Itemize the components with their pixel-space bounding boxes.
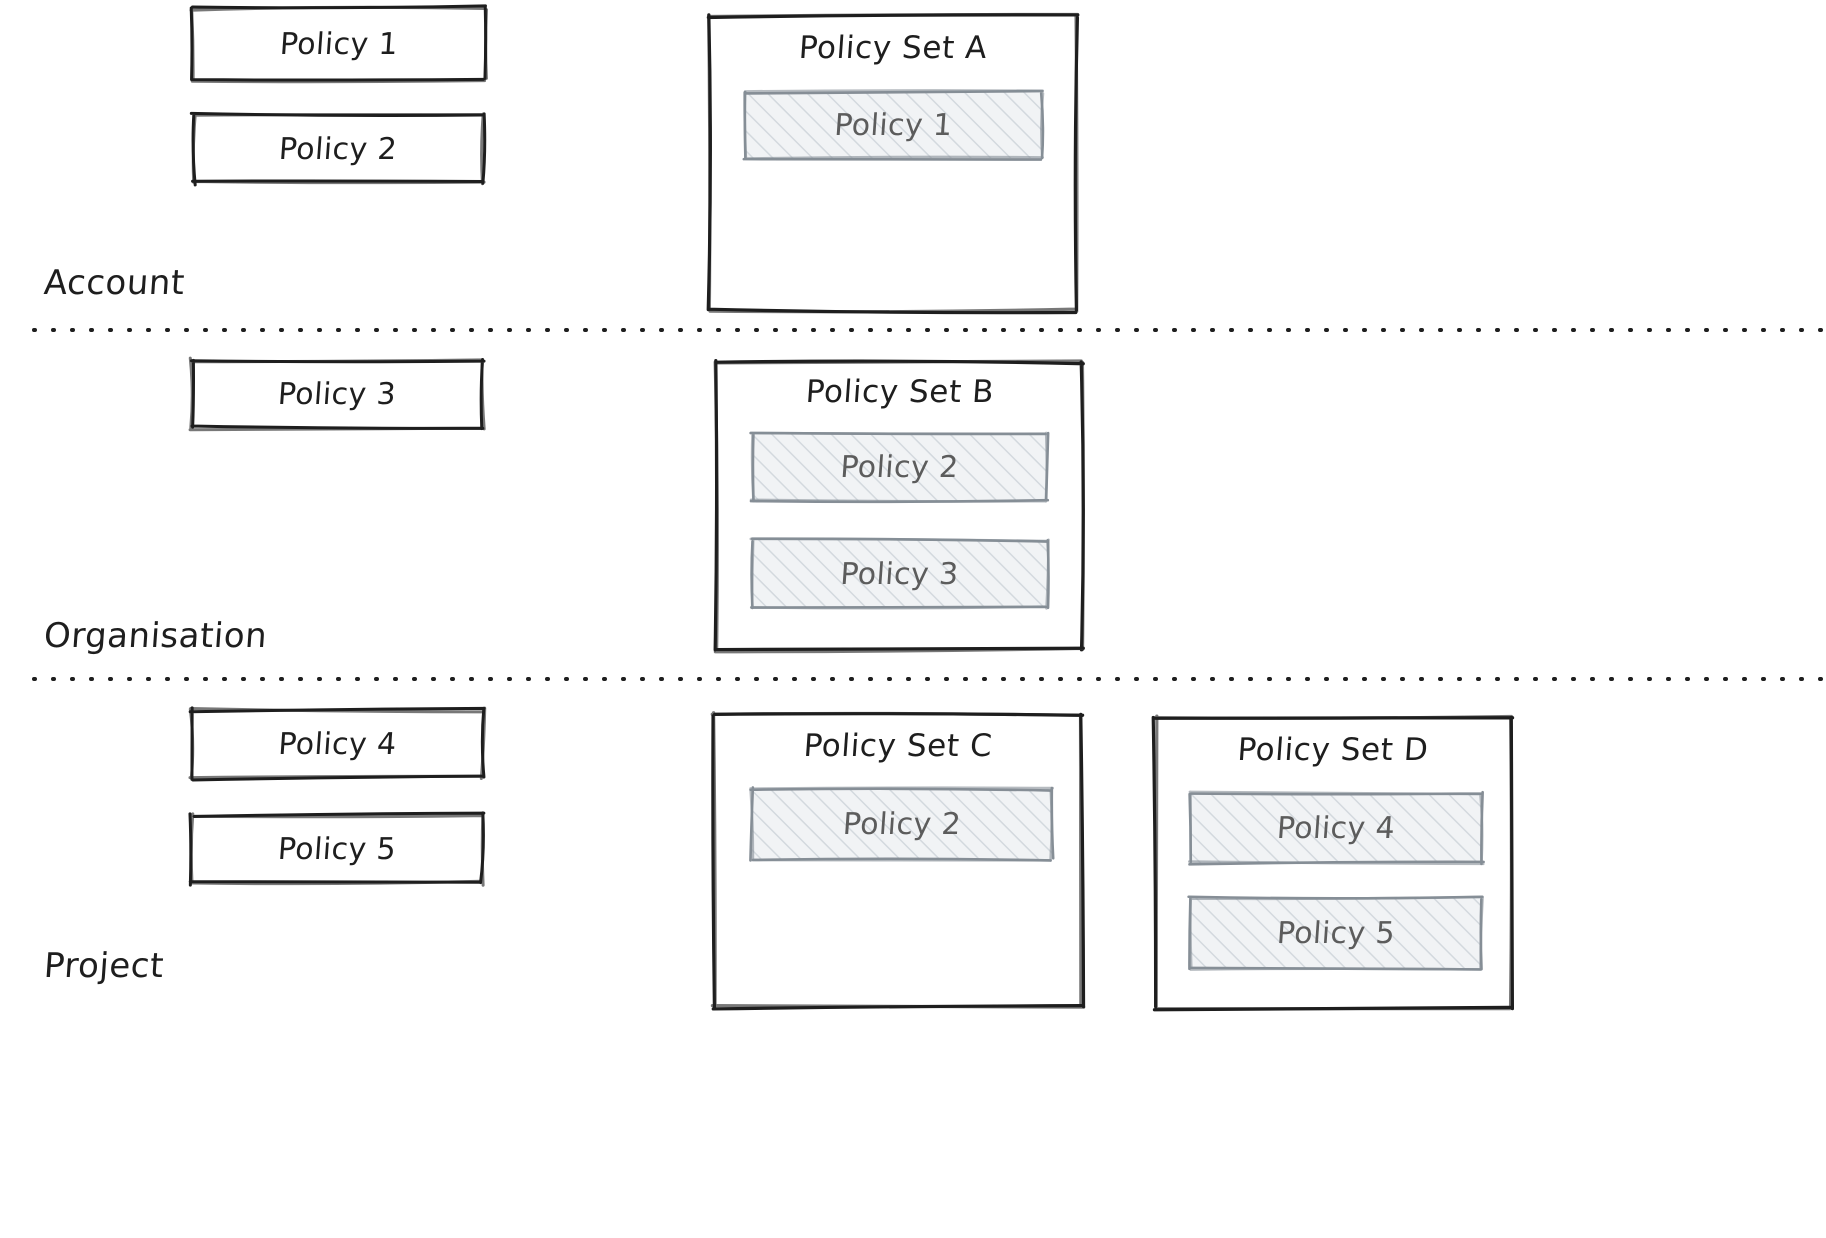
policy-set-title-c: Policy Set C xyxy=(802,728,994,764)
policy-set-d-member-policy-4[interactable]: Policy 4 xyxy=(1275,810,1397,846)
policy-set-b-member-policy-3[interactable]: Policy 3 xyxy=(839,556,960,592)
policy-set-box-set-a[interactable] xyxy=(706,12,1080,315)
policy-box-label-policy-5[interactable]: Policy 5 xyxy=(276,831,398,867)
tier-label-organisation: Organisation xyxy=(42,616,269,656)
policy-set-d-member-policy-5[interactable]: Policy 5 xyxy=(1275,915,1397,951)
policy-box-label-policy-2[interactable]: Policy 2 xyxy=(277,131,399,167)
policy-set-member-box-set-c-p2[interactable] xyxy=(749,786,1055,862)
policy-set-box-set-c[interactable] xyxy=(710,711,1086,1011)
policy-set-box-set-d[interactable] xyxy=(1151,714,1515,1012)
policy-set-member-box-set-a-p1[interactable] xyxy=(742,89,1045,161)
policy-set-a-member-policy-1[interactable]: Policy 1 xyxy=(833,107,954,143)
policy-box-label-policy-3[interactable]: Policy 3 xyxy=(276,376,398,412)
policy-set-member-box-set-b-p3[interactable] xyxy=(749,537,1050,610)
policy-box-label-policy-1[interactable]: Policy 1 xyxy=(278,26,400,62)
policy-box-p3[interactable] xyxy=(188,356,486,432)
policy-set-member-box-set-b-p2[interactable] xyxy=(749,431,1050,504)
policy-set-c-member-policy-2[interactable]: Policy 2 xyxy=(841,806,963,842)
policy-box-p4[interactable] xyxy=(188,706,487,782)
policy-set-title-b: Policy Set B xyxy=(804,374,996,410)
policy-set-box-set-b[interactable] xyxy=(713,359,1085,654)
tier-label-project: Project xyxy=(42,946,166,986)
policy-box-label-policy-4[interactable]: Policy 4 xyxy=(277,726,398,762)
policy-box-p2[interactable] xyxy=(189,111,487,187)
tier-label-account: Account xyxy=(42,263,187,303)
policy-box-p1[interactable] xyxy=(189,4,489,84)
policy-box-p5[interactable] xyxy=(188,811,486,887)
policy-set-title-d: Policy Set D xyxy=(1236,732,1430,768)
policy-set-member-box-set-d-p4[interactable] xyxy=(1187,790,1485,866)
policy-set-title-a: Policy Set A xyxy=(797,30,989,66)
policy-set-b-member-policy-2[interactable]: Policy 2 xyxy=(839,449,960,485)
policy-set-member-box-set-d-p5[interactable] xyxy=(1187,895,1484,971)
